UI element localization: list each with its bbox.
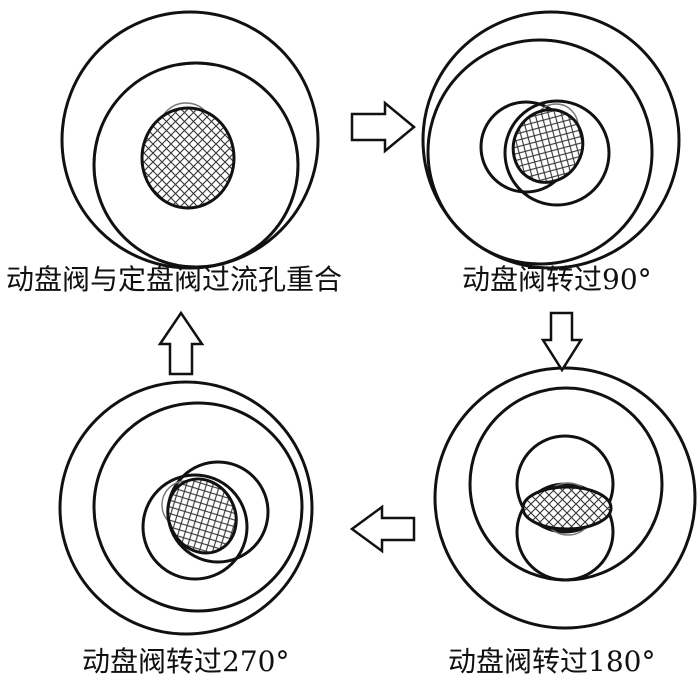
label-rotate90: 动盘阀转过90° [462,263,652,296]
label-overlap: 动盘阀与定盘阀过流孔重合 [6,263,343,296]
panel-rotate270 [58,380,314,636]
flow-hole-overlap [140,106,236,210]
inner-ring-bottom [515,482,615,582]
panel-rotate90 [421,10,681,270]
flow-hole-overlap [521,485,613,531]
flow-hole-overlap [166,477,238,555]
outer-shell-circle [58,380,314,636]
arrow-down-icon [540,311,584,373]
arrow-left-icon [349,504,416,554]
panel-rotate180 [433,366,697,630]
outer-shell-circle [421,10,681,270]
outer-shell-circle [433,366,697,630]
moving-disc-circle [426,38,654,266]
inner-ring-right [503,99,611,207]
arrow-up-icon [157,310,205,376]
arrow-right-icon [350,100,416,154]
label-rotate180: 动盘阀转过180° [448,645,656,678]
moving-disc-circle [92,401,304,613]
moving-disc-circle [92,61,300,269]
label-rotate270: 动盘阀转过270° [82,645,290,678]
panel-overlap [60,10,320,270]
inner-ring-top [515,434,615,534]
inner-ring-left [141,473,249,581]
flow-hole-overlap [511,108,585,184]
